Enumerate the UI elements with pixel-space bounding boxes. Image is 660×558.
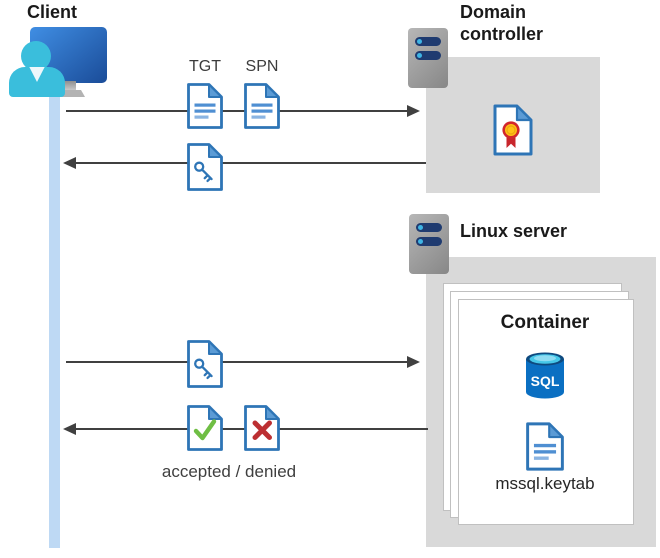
tgt-document-icon [186, 82, 224, 130]
arrow-dc-to-client [75, 162, 426, 164]
person-icon [21, 41, 51, 71]
tgt-label: TGT [189, 58, 221, 75]
client-lifeline [49, 88, 60, 548]
accepted-denied-label: accepted / denied [161, 462, 297, 481]
spn-document-icon [243, 82, 281, 130]
arrow-client-to-dc [66, 110, 408, 112]
monitor-stand-icon [61, 81, 76, 91]
sql-database-icon: SQL [523, 350, 567, 402]
ticket-key-document-icon [186, 142, 224, 192]
server-drive-icon [416, 237, 442, 246]
arrow-client-to-linux [66, 361, 408, 363]
arrowhead-right-icon [407, 356, 420, 368]
keytab-filename-label: mssql.keytab [495, 474, 595, 493]
container-title: Container [500, 312, 590, 333]
arrowhead-left-icon [63, 423, 76, 435]
server-icon [409, 214, 449, 274]
server-drive-icon [415, 37, 441, 46]
certificate-document-icon [492, 103, 534, 157]
sql-text: SQL [531, 373, 560, 389]
accepted-check-document-icon [186, 404, 224, 452]
keytab-document-icon [525, 421, 565, 472]
ticket-key-document-icon [186, 339, 224, 389]
denied-cross-document-icon [243, 404, 281, 452]
spn-label: SPN [245, 58, 279, 75]
container-card [458, 299, 634, 525]
server-icon [408, 28, 448, 88]
arrowhead-left-icon [63, 157, 76, 169]
domain-controller-title: Domain controller [460, 2, 544, 44]
monitor-base-icon [52, 90, 85, 97]
client-label: Client [27, 2, 78, 22]
arrowhead-right-icon [407, 105, 420, 117]
linux-server-title: Linux server [460, 221, 568, 241]
server-drive-icon [415, 51, 441, 60]
server-drive-icon [416, 223, 442, 232]
